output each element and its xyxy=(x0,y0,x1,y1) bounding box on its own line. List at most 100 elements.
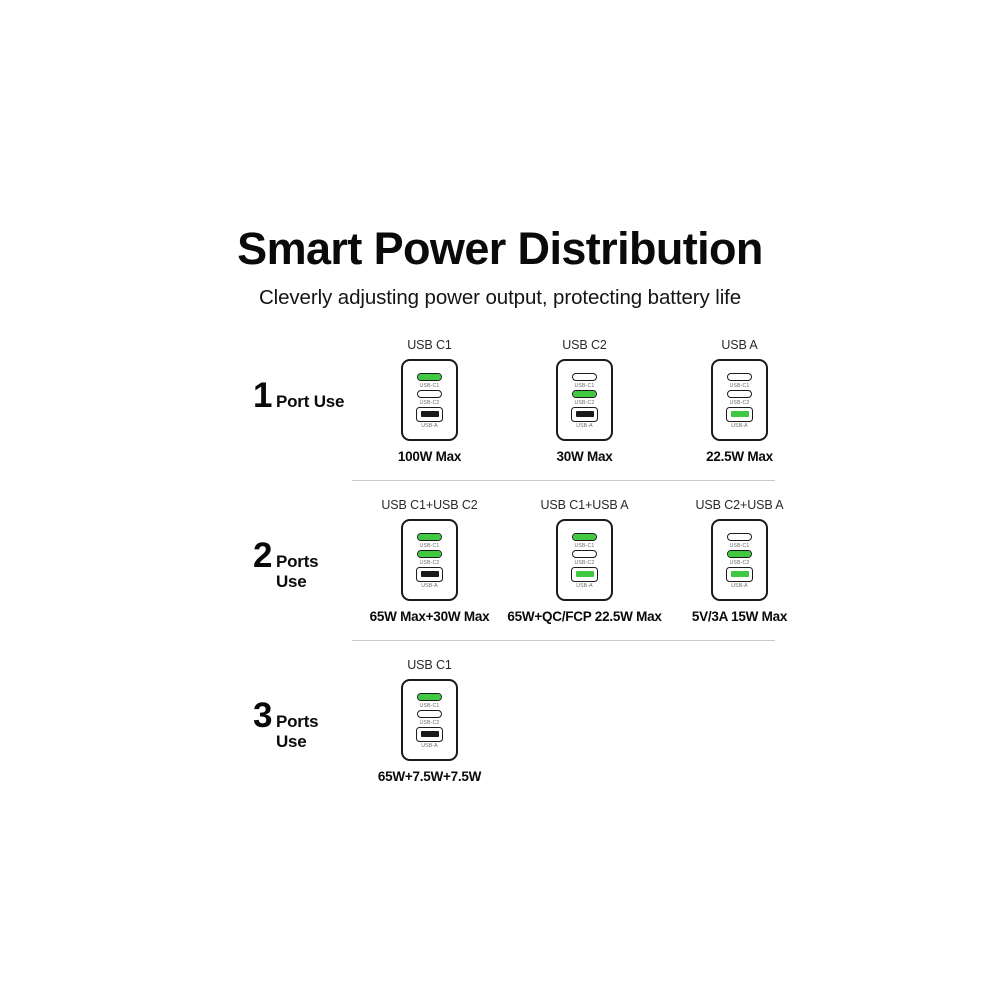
row-word: Ports Use xyxy=(275,552,319,591)
page-title: Smart Power Distribution xyxy=(237,223,763,274)
port-group-usb-c2: USB-C2 xyxy=(417,389,442,406)
page-subtitle: Cleverly adjusting power output, protect… xyxy=(258,286,742,310)
usb-c1-port-label: USB-C1 xyxy=(419,382,440,389)
charger-card-title: USB C1 xyxy=(407,338,452,352)
charger-wattage-label: 65W Max+30W Max xyxy=(369,609,490,624)
usb-a-port-bar xyxy=(420,411,439,418)
port-group-usb-a: USB-A xyxy=(416,726,443,750)
usb-a-port-icon xyxy=(571,566,598,582)
usb-c2-port-fill xyxy=(728,391,751,398)
port-group-usb-c2: USB-C2 xyxy=(417,549,442,566)
usb-c2-port-label: USB-C2 xyxy=(574,559,595,566)
row-word: Ports Use xyxy=(275,712,319,751)
usb-c2-port-label: USB-C2 xyxy=(729,399,750,406)
charger-wattage-label: 100W Max xyxy=(397,449,462,464)
usb-c1-port-icon xyxy=(727,372,752,382)
port-group-usb-c1: USB-C1 xyxy=(572,532,597,549)
charger-wattage-label: 22.5W Max xyxy=(706,449,773,464)
usb-c1-port-label: USB-C1 xyxy=(419,702,440,709)
row-divider xyxy=(352,480,775,481)
usb-c2-port-icon xyxy=(417,549,442,559)
usb-a-port-bar xyxy=(730,411,749,418)
usb-c2-port-label: USB-C2 xyxy=(419,399,440,406)
port-group-usb-c1: USB-C1 xyxy=(417,532,442,549)
usb-c1-port-label: USB-C1 xyxy=(574,542,595,549)
usb-c1-port-icon xyxy=(417,692,442,702)
usb-a-port-icon xyxy=(571,406,598,422)
row-number: 1 xyxy=(253,376,272,415)
port-group-usb-a: USB-A xyxy=(726,566,753,590)
usb-a-port-label: USB-A xyxy=(421,743,438,750)
row-word: Port Use xyxy=(275,392,345,411)
usb-a-port-label: USB-A xyxy=(731,583,748,590)
usb-c1-port-label: USB-C1 xyxy=(729,382,750,389)
usb-a-port-bar xyxy=(575,571,594,578)
usb-c1-port-fill xyxy=(418,533,441,541)
port-group-usb-a: USB-A xyxy=(416,566,443,590)
usb-c2-port-label: USB-C2 xyxy=(729,559,750,566)
usb-a-port-label: USB-A xyxy=(421,583,438,590)
port-group-usb-c1: USB-C1 xyxy=(727,532,752,549)
header: Smart Power Distribution Cleverly adjust… xyxy=(0,223,1000,310)
usb-c1-port-fill xyxy=(573,374,596,381)
usb-c2-port-fill xyxy=(728,550,751,558)
usb-a-port-label: USB-A xyxy=(731,423,748,430)
usb-c1-port-icon xyxy=(727,532,752,542)
charger-wattage-label: 30W Max xyxy=(556,449,613,464)
port-group-usb-a: USB-A xyxy=(571,566,598,589)
usb-c2-port-label: USB-C2 xyxy=(419,719,440,726)
usb-a-port-icon xyxy=(726,566,753,582)
usb-c1-port-icon xyxy=(417,532,442,542)
port-group-usb-a: USB-A xyxy=(416,406,443,430)
port-group-usb-c2: USB-C2 xyxy=(572,389,597,406)
port-group-usb-c2: USB-C2 xyxy=(727,549,752,566)
usb-c2-port-fill xyxy=(573,551,596,558)
usb-c2-port-icon xyxy=(417,709,442,719)
usb-c2-port-label: USB-C2 xyxy=(419,559,440,566)
usb-c1-port-icon xyxy=(572,372,597,382)
usb-a-port-bar xyxy=(420,731,439,738)
usb-c2-port-icon xyxy=(727,549,752,559)
charger-card-title: USB C1+USB C2 xyxy=(381,498,478,512)
usb-a-port-label: USB-A xyxy=(421,423,438,430)
usb-c2-port-fill xyxy=(418,711,441,718)
port-group-usb-a: USB-A xyxy=(726,406,753,430)
port-group-usb-c2: USB-C2 xyxy=(572,549,597,566)
port-group-usb-c2: USB-C2 xyxy=(727,389,752,406)
usb-a-port-bar xyxy=(420,571,439,578)
usb-c1-port-icon xyxy=(572,532,597,542)
usb-c1-port-fill xyxy=(573,533,596,541)
usb-c2-port-fill xyxy=(418,550,441,558)
usb-a-port-icon xyxy=(726,406,753,422)
port-group-usb-c1: USB-C1 xyxy=(572,372,597,389)
usb-c1-port-icon xyxy=(417,372,442,382)
usb-c2-port-fill xyxy=(573,390,596,398)
row-number: 3 xyxy=(253,696,272,735)
charger-card-title: USB C1 xyxy=(407,658,452,672)
usb-a-port-icon xyxy=(416,726,443,742)
usb-c2-port-icon xyxy=(417,389,442,399)
usb-a-port-label: USB-A xyxy=(576,423,593,430)
usb-c1-port-label: USB-C1 xyxy=(574,382,595,389)
charger-card-title: USB C1+USB A xyxy=(540,498,629,512)
usb-c1-port-fill xyxy=(728,534,751,541)
port-group-usb-c2: USB-C2 xyxy=(417,709,442,726)
charger-wattage-label: 5V/3A 15W Max xyxy=(691,609,788,624)
usb-a-port-bar xyxy=(575,411,594,418)
charger-card-title: USB A xyxy=(721,338,758,352)
usb-a-port-icon xyxy=(416,566,443,582)
charger-card-title: USB C2 xyxy=(562,338,607,352)
